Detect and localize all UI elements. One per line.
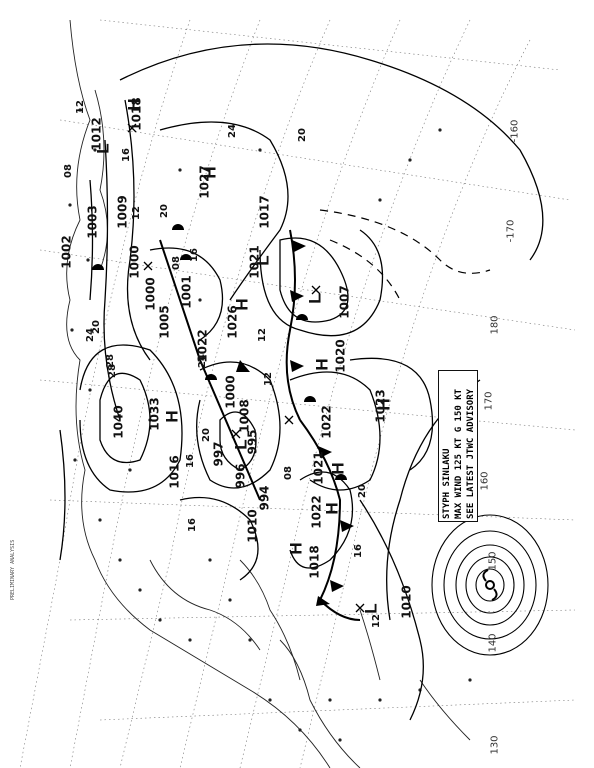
isobar-label: 1017 <box>257 195 272 229</box>
isobar-lines <box>59 43 544 721</box>
isotach-value: 16 <box>352 544 364 558</box>
isotach-value: 24 <box>226 124 238 138</box>
isotach-value: 20 <box>158 204 170 218</box>
isotach-value: 16 <box>186 518 198 532</box>
isotach-value: 08 <box>170 256 182 270</box>
high-center: H <box>124 98 144 111</box>
high-center: H <box>328 462 348 475</box>
high-center: H <box>200 166 220 179</box>
isobar-label: 1022 <box>309 495 324 529</box>
isotach-value: 08 <box>282 466 294 480</box>
isobar-label: 1002 <box>59 235 74 269</box>
high-center: H <box>322 502 342 515</box>
typhoon-symbol <box>482 569 498 601</box>
isobar-label: 1020 <box>333 339 348 373</box>
isotach-value: 16 <box>188 248 200 262</box>
isobar-label: 997 <box>211 441 226 467</box>
isobar-label: 1040 <box>111 405 126 439</box>
advisory-line: SEE LATEST JTWC ADVISORY <box>466 388 476 519</box>
cold-front-pips <box>236 240 354 606</box>
isobar-label: 1007 <box>337 285 352 319</box>
isotach-value: 12 <box>370 614 382 628</box>
isobar-label: 1000 <box>127 245 142 279</box>
longitude-label: 150 <box>487 551 499 571</box>
high-center: H <box>374 398 394 411</box>
high-center: H <box>162 410 182 423</box>
isobar-label: 1000 <box>143 277 158 311</box>
isotach-value: 28 <box>104 354 116 368</box>
longitude-label: -160 <box>509 119 521 143</box>
isobar-label: 1022 <box>319 405 334 439</box>
longitude-label: 170 <box>483 391 495 411</box>
isobar-label: 1010 <box>399 585 414 619</box>
low-center: L <box>253 255 273 266</box>
high-center: H <box>286 542 306 555</box>
isotach-value: 20 <box>296 128 308 142</box>
isobar-label: 1009 <box>115 195 130 229</box>
isobar-label: 1016 <box>167 455 182 489</box>
isobar-label: 1005 <box>157 305 172 339</box>
typhoon-rings <box>431 514 549 656</box>
isotach-value: 16 <box>184 454 196 468</box>
low-center: L <box>93 143 113 154</box>
low-center: L <box>231 439 251 450</box>
isobar-dashed <box>319 209 491 301</box>
isobar-label: 1018 <box>307 545 322 579</box>
longitude-label: 140 <box>487 633 499 653</box>
isobar-label: 1001 <box>179 275 194 309</box>
front-lines <box>159 229 361 621</box>
center-x-markers <box>127 123 365 613</box>
longitude-label: 160 <box>479 471 491 491</box>
high-center: H <box>312 358 332 371</box>
isotach-value: 08 <box>62 164 74 178</box>
isobar-label: 994 <box>257 485 272 511</box>
isotach-value: 12 <box>130 206 142 220</box>
footer-note: PRELIMINARY ANALYSIS <box>10 539 16 600</box>
isotach-value: 20 <box>200 428 212 442</box>
warm-front-pips <box>92 224 347 480</box>
isobar-label: 1008 <box>237 399 252 433</box>
low-center: L <box>305 293 325 304</box>
longitude-label: -170 <box>505 219 517 243</box>
isotach-value: 12 <box>256 328 268 342</box>
high-center: H <box>232 298 252 311</box>
typhoon-advisory-box: STYPH SINLAKU MAX WIND 125 KT G 150 KT S… <box>438 370 478 522</box>
low-center: L <box>361 603 381 614</box>
isotach-value: 12 <box>262 372 274 386</box>
isobar-label: 1000 <box>223 375 238 409</box>
coastlines <box>66 19 471 768</box>
graticule <box>19 19 576 768</box>
isotach-value: 20 <box>90 320 102 334</box>
isotach-value: 24 <box>196 354 208 368</box>
advisory-text: STYPH SINLAKU MAX WIND 125 KT G 150 KT S… <box>441 369 479 523</box>
isobar-label: 1033 <box>147 397 162 431</box>
isotach-value: 12 <box>74 100 86 114</box>
longitude-label: 180 <box>489 315 501 335</box>
isotach-value: 20 <box>356 484 368 498</box>
isobar-label: 1003 <box>85 205 100 239</box>
isobar-label: 996 <box>233 463 248 489</box>
advisory-line: STYPH SINLAKU <box>442 448 452 519</box>
isobar-label: 1010 <box>245 509 260 543</box>
advisory-line: MAX WIND 125 KT G 150 KT <box>454 388 464 519</box>
longitude-label: 130 <box>489 735 501 755</box>
isotach-value: 16 <box>120 148 132 162</box>
isobar-label: 1021 <box>311 451 326 485</box>
